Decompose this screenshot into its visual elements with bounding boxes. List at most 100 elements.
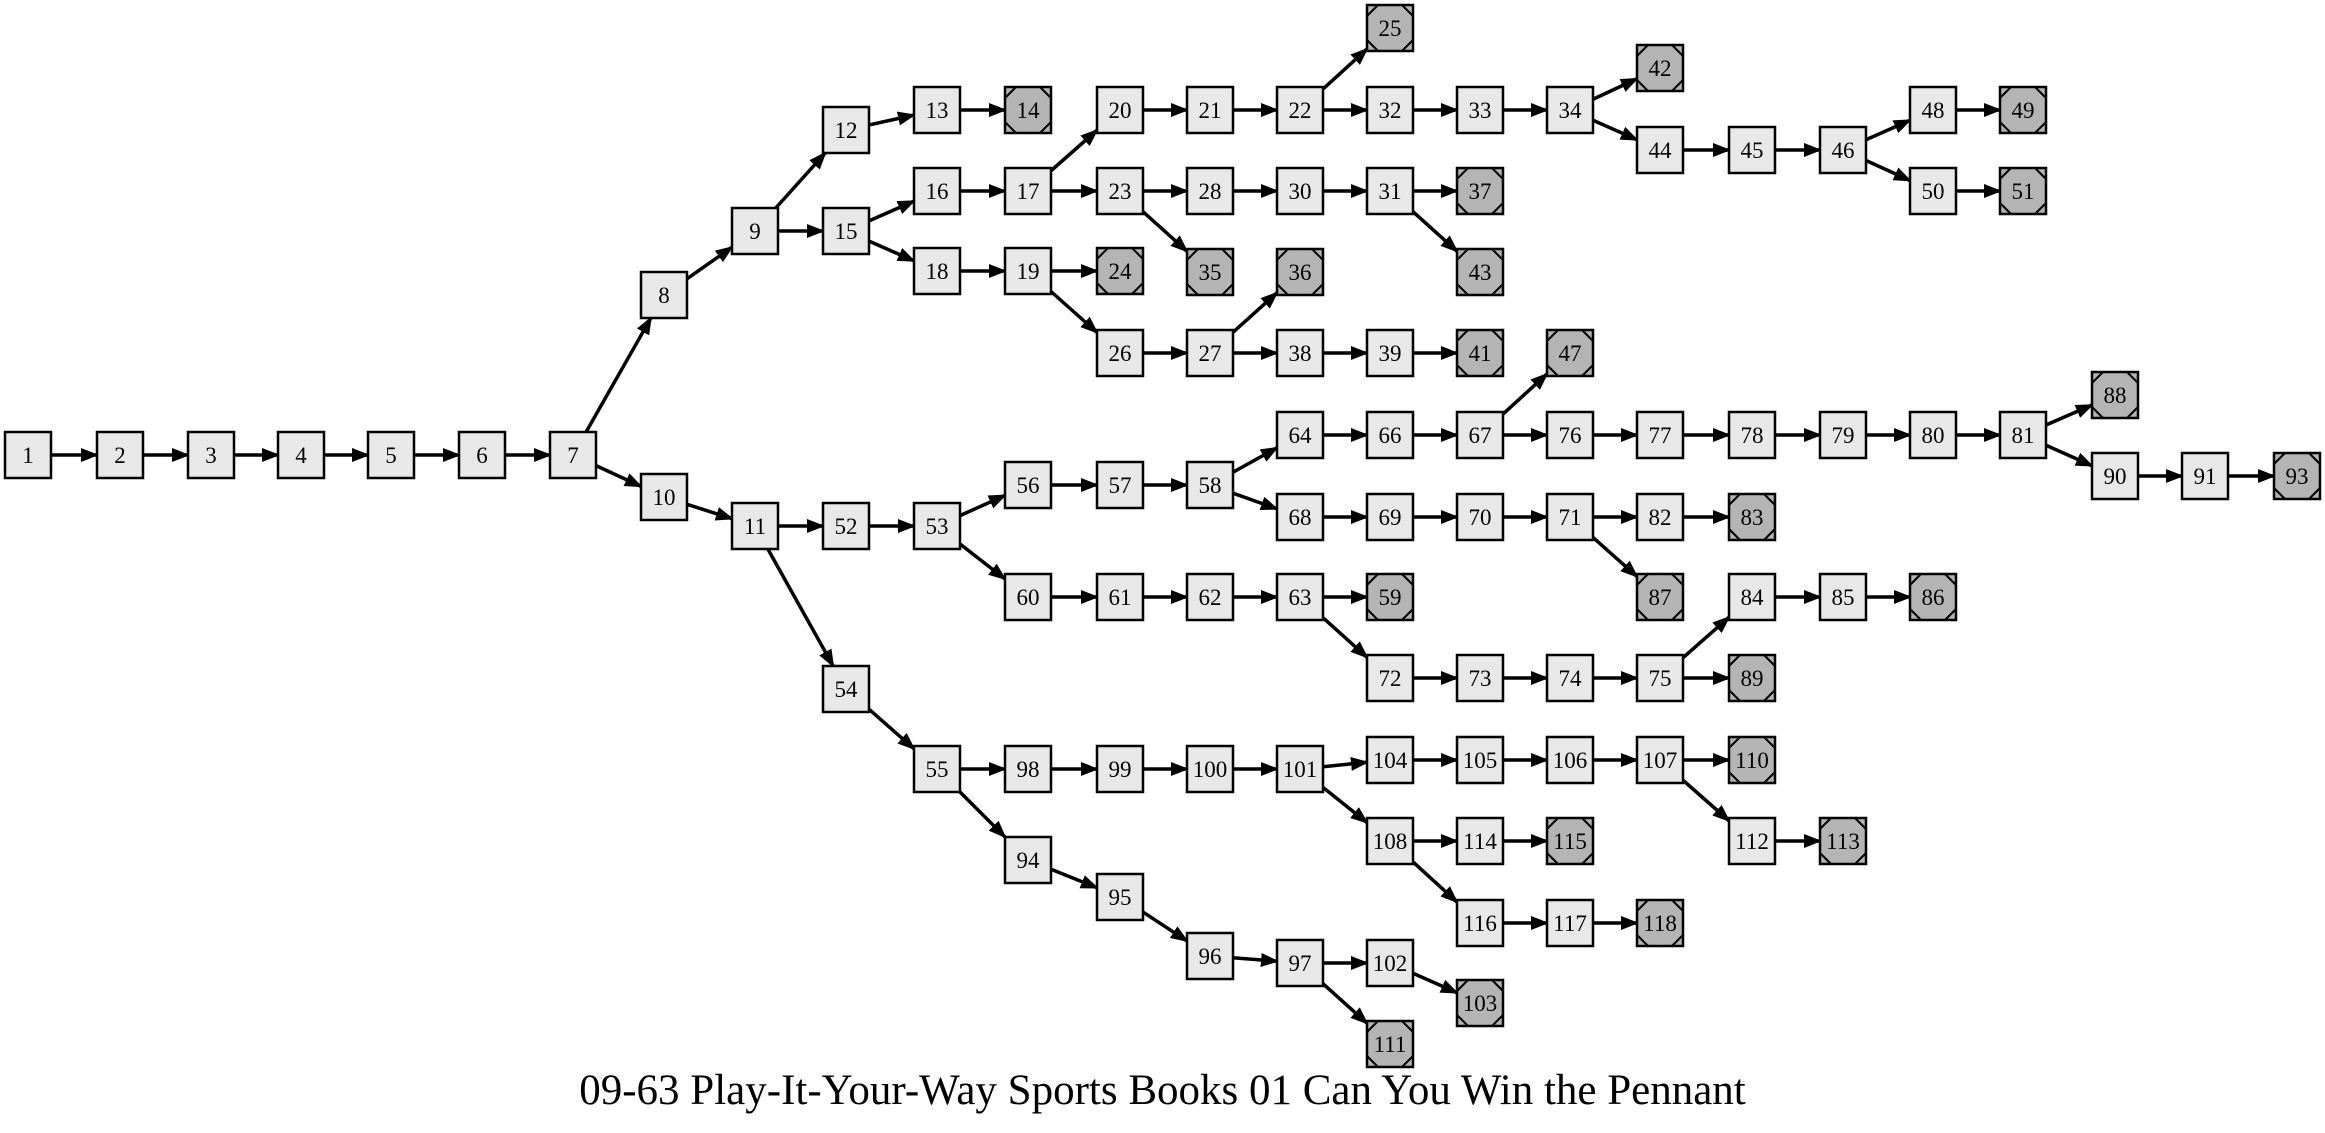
ending-node: 25 bbox=[1365, 3, 1415, 53]
node-box bbox=[1545, 410, 1595, 460]
node-label: 24 bbox=[1109, 259, 1133, 284]
node-label: 104 bbox=[1373, 748, 1408, 773]
ending-node-box bbox=[2090, 370, 2140, 420]
passage-node: 6 bbox=[457, 430, 507, 480]
node-corner-cut bbox=[2273, 487, 2286, 500]
node-corner-cut bbox=[2308, 487, 2321, 500]
node-label: 72 bbox=[1379, 666, 1402, 691]
node-corner-cut bbox=[1728, 654, 1741, 667]
node-label: 71 bbox=[1559, 505, 1582, 530]
edge-96-97 bbox=[1232, 952, 1279, 967]
passage-node: 114 bbox=[1455, 816, 1505, 866]
passage-node: 107 bbox=[1635, 735, 1685, 785]
node-box bbox=[1545, 492, 1595, 542]
node-box bbox=[1635, 653, 1685, 703]
node-corner-cut bbox=[1096, 247, 1109, 260]
node-corner-cut bbox=[1401, 1055, 1414, 1068]
node-box bbox=[2090, 451, 2140, 501]
node-label: 51 bbox=[2012, 179, 2035, 204]
node-corner-cut bbox=[1039, 121, 1052, 134]
edge-34-42 bbox=[1592, 77, 1639, 101]
node-box bbox=[1275, 410, 1325, 460]
edge-7-8 bbox=[584, 316, 653, 433]
node-corner-cut bbox=[1636, 934, 1649, 947]
ending-node: 51 bbox=[1998, 166, 2048, 216]
node-label: 18 bbox=[926, 259, 949, 284]
node-corner-cut bbox=[1004, 86, 1017, 99]
node-corner-cut bbox=[1456, 979, 1469, 992]
node-box bbox=[1185, 328, 1235, 378]
node-box bbox=[1908, 410, 1958, 460]
passage-node: 85 bbox=[1818, 572, 1868, 622]
passage-node: 79 bbox=[1818, 410, 1868, 460]
ending-node: 36 bbox=[1275, 247, 1325, 297]
passage-node: 20 bbox=[1095, 85, 1145, 135]
passage-node: 78 bbox=[1727, 410, 1777, 460]
node-corner-cut bbox=[1131, 247, 1144, 260]
passage-node: 26 bbox=[1095, 328, 1145, 378]
node-corner-cut bbox=[2091, 406, 2104, 419]
node-label: 38 bbox=[1289, 341, 1312, 366]
passage-node: 2 bbox=[95, 430, 145, 480]
node-label: 9 bbox=[749, 219, 761, 244]
node-corner-cut bbox=[1456, 283, 1469, 296]
node-box bbox=[1003, 744, 1053, 794]
node-label: 85 bbox=[1832, 585, 1855, 610]
node-box bbox=[1455, 816, 1505, 866]
ending-node-box bbox=[1998, 85, 2048, 135]
ending-node: 115 bbox=[1545, 816, 1595, 866]
node-corner-cut bbox=[1728, 736, 1741, 749]
node-box bbox=[1908, 166, 1958, 216]
edge-101-108 bbox=[1321, 786, 1369, 824]
edge-17-20 bbox=[1049, 128, 1099, 173]
node-box bbox=[1275, 166, 1325, 216]
node-label: 49 bbox=[2012, 98, 2035, 123]
node-box bbox=[1275, 744, 1325, 794]
passage-node: 30 bbox=[1275, 166, 1325, 216]
node-box bbox=[1727, 125, 1777, 175]
node-label: 81 bbox=[2012, 423, 2035, 448]
node-box bbox=[821, 206, 871, 256]
node-corner-cut bbox=[1763, 654, 1776, 667]
node-box bbox=[912, 85, 962, 135]
passage-node: 61 bbox=[1095, 572, 1145, 622]
edge-107-112 bbox=[1681, 778, 1731, 823]
passage-node: 38 bbox=[1275, 328, 1325, 378]
node-label: 89 bbox=[1741, 666, 1764, 691]
node-corner-cut bbox=[2126, 406, 2139, 419]
node-label: 26 bbox=[1109, 341, 1132, 366]
node-label: 62 bbox=[1199, 585, 1222, 610]
node-label: 91 bbox=[2194, 464, 2217, 489]
edge-8-9 bbox=[685, 245, 734, 281]
node-corner-cut bbox=[1366, 4, 1379, 17]
passage-node: 13 bbox=[912, 85, 962, 135]
ending-node: 47 bbox=[1545, 328, 1595, 378]
node-corner-cut bbox=[1401, 39, 1414, 52]
passage-node: 22 bbox=[1275, 85, 1325, 135]
passage-node: 32 bbox=[1365, 85, 1415, 135]
passage-node: 5 bbox=[366, 430, 416, 480]
edge-108-116 bbox=[1411, 860, 1459, 904]
ending-node-box bbox=[1727, 653, 1777, 703]
node-label: 60 bbox=[1017, 585, 1040, 610]
node-label: 22 bbox=[1289, 98, 1312, 123]
node-corner-cut bbox=[1401, 1020, 1414, 1033]
node-box bbox=[1095, 460, 1145, 510]
passage-node: 9 bbox=[730, 206, 780, 256]
node-box bbox=[730, 501, 780, 551]
node-box bbox=[1365, 938, 1415, 988]
node-box bbox=[1185, 460, 1235, 510]
node-label: 44 bbox=[1649, 138, 1673, 163]
node-corner-cut bbox=[1491, 167, 1504, 180]
passage-node: 84 bbox=[1727, 572, 1777, 622]
node-label: 82 bbox=[1649, 505, 1672, 530]
node-label: 11 bbox=[744, 514, 766, 539]
node-box bbox=[457, 430, 507, 480]
node-box bbox=[1185, 166, 1235, 216]
node-label: 98 bbox=[1017, 757, 1040, 782]
passage-node: 48 bbox=[1908, 85, 1958, 135]
node-box bbox=[276, 430, 326, 480]
passage-node: 45 bbox=[1727, 125, 1777, 175]
node-label: 25 bbox=[1379, 16, 1402, 41]
node-label: 45 bbox=[1741, 138, 1764, 163]
